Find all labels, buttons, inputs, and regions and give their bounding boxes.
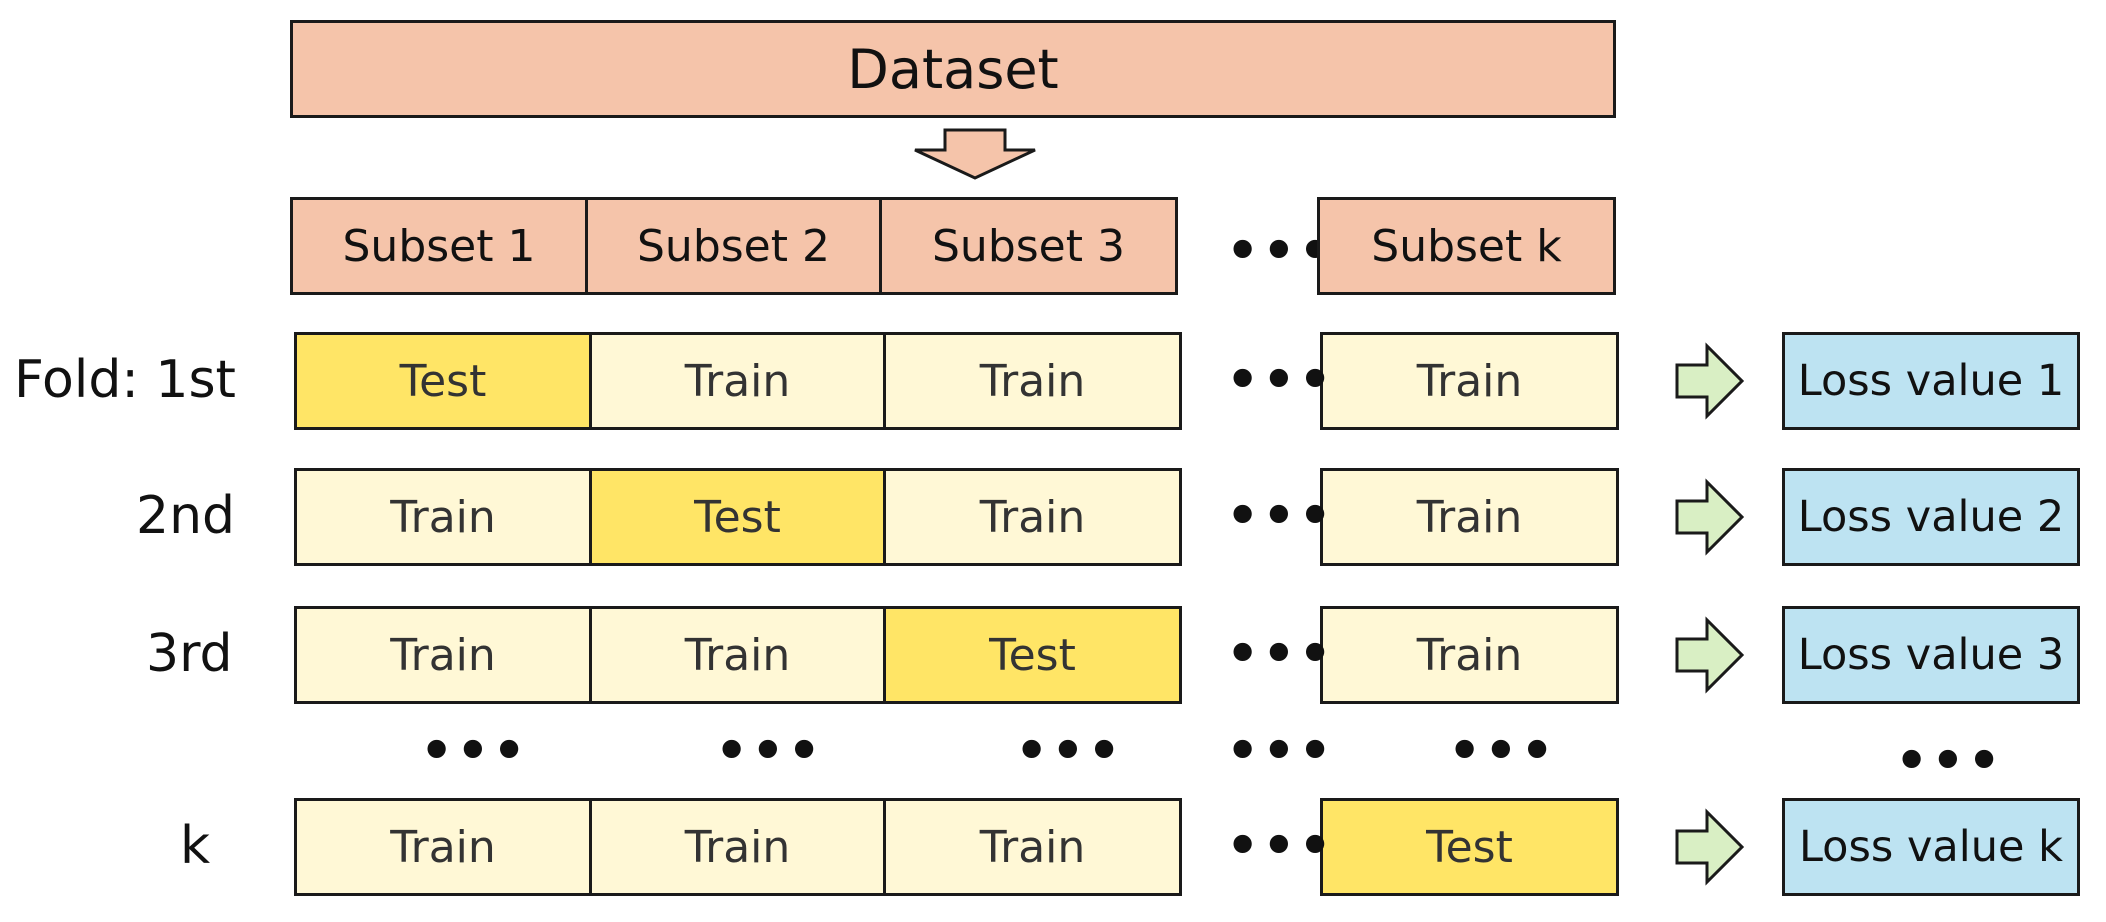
row-ellipsis-col3: •••	[1015, 721, 1124, 781]
cell-label: Train	[390, 491, 496, 543]
cell-label: Train	[1416, 629, 1523, 681]
subset-1: Subset 1	[290, 197, 588, 295]
result-arrow-shape	[1675, 342, 1745, 420]
subset-3-label: Subset 3	[932, 220, 1125, 272]
row-ellipsis-col2: •••	[715, 721, 824, 781]
fold-ellipsis-3: •••	[1226, 624, 1335, 684]
cell-label: Train	[684, 821, 791, 873]
cell-label: Train	[979, 355, 1086, 407]
train-cell-r4-c1: Train	[294, 798, 592, 896]
subset-1-label: Subset 1	[342, 220, 536, 272]
cell-label: Test	[399, 355, 487, 407]
dataset-box: Dataset	[290, 20, 1616, 118]
fold-ellipsis-2: •••	[1226, 486, 1335, 546]
result-arrow-icon	[1675, 616, 1745, 694]
split-down-arrow-icon	[914, 128, 1036, 180]
result-arrow-shape	[1675, 808, 1745, 886]
row-ellipsis-colk: •••	[1448, 721, 1557, 781]
row-ellipsis-col1: •••	[420, 721, 529, 781]
train-cell-r1-c2: Train	[589, 332, 886, 430]
test-cell-r2-c2: Test	[589, 468, 886, 566]
subset-2: Subset 2	[585, 197, 882, 295]
cell-label: Train	[390, 629, 496, 681]
loss-value-label: Loss value 3	[1797, 630, 2065, 680]
loss-value-label: Loss value 1	[1797, 356, 2065, 406]
result-arrow-shape	[1675, 478, 1745, 556]
fold-label-3: 3rd	[146, 624, 233, 684]
train-cell-r1-c3: Train	[883, 332, 1182, 430]
subset-k: Subset k	[1317, 197, 1616, 295]
cell-label: Test	[694, 491, 781, 543]
loss-value-label: Loss value k	[1798, 822, 2063, 872]
loss-value-label: Loss value 2	[1797, 492, 2065, 542]
test-cell-r4-c4: Test	[1320, 798, 1619, 896]
result-arrow-icon	[1675, 808, 1745, 886]
fold-ellipsis-4: •••	[1226, 816, 1335, 876]
subset-ellipsis: •••	[1226, 221, 1335, 281]
fold-label-1: Fold: 1st	[14, 350, 236, 410]
cell-label: Train	[684, 355, 791, 407]
train-cell-r1-c4: Train	[1320, 332, 1619, 430]
fold-label-4: k	[180, 816, 211, 876]
result-arrow-icon	[1675, 342, 1745, 420]
loss-value-box-2: Loss value 2	[1782, 468, 2080, 566]
cell-label: Test	[1426, 821, 1513, 873]
subset-2-label: Subset 2	[637, 220, 830, 272]
cell-label: Test	[989, 629, 1076, 681]
train-cell-r3-c1: Train	[294, 606, 592, 704]
train-cell-r4-c2: Train	[589, 798, 886, 896]
loss-value-box-3: Loss value 3	[1782, 606, 2080, 704]
dataset-label: Dataset	[847, 37, 1059, 101]
cell-label: Train	[979, 821, 1086, 873]
train-cell-r2-c1: Train	[294, 468, 592, 566]
loss-value-box-1: Loss value 1	[1782, 332, 2080, 430]
subset-3: Subset 3	[879, 197, 1178, 295]
result-arrow-shape	[1675, 616, 1745, 694]
cell-label: Train	[390, 821, 496, 873]
cell-label: Train	[1416, 491, 1523, 543]
result-arrow-icon	[1675, 478, 1745, 556]
train-cell-r4-c3: Train	[883, 798, 1182, 896]
row-ellipsis-loss: •••	[1895, 731, 2004, 791]
cell-label: Train	[979, 491, 1086, 543]
fold-label-2: 2nd	[136, 486, 236, 546]
row-ellipsis-col-gap: •••	[1226, 721, 1335, 781]
cell-label: Train	[684, 629, 791, 681]
loss-value-box-4: Loss value k	[1782, 798, 2080, 896]
train-cell-r2-c3: Train	[883, 468, 1182, 566]
cell-label: Train	[1416, 355, 1523, 407]
train-cell-r3-c4: Train	[1320, 606, 1619, 704]
subset-k-label: Subset k	[1371, 220, 1562, 272]
test-cell-r3-c3: Test	[883, 606, 1182, 704]
train-cell-r3-c2: Train	[589, 606, 886, 704]
test-cell-r1-c1: Test	[294, 332, 592, 430]
train-cell-r2-c4: Train	[1320, 468, 1619, 566]
fold-ellipsis-1: •••	[1226, 350, 1335, 410]
